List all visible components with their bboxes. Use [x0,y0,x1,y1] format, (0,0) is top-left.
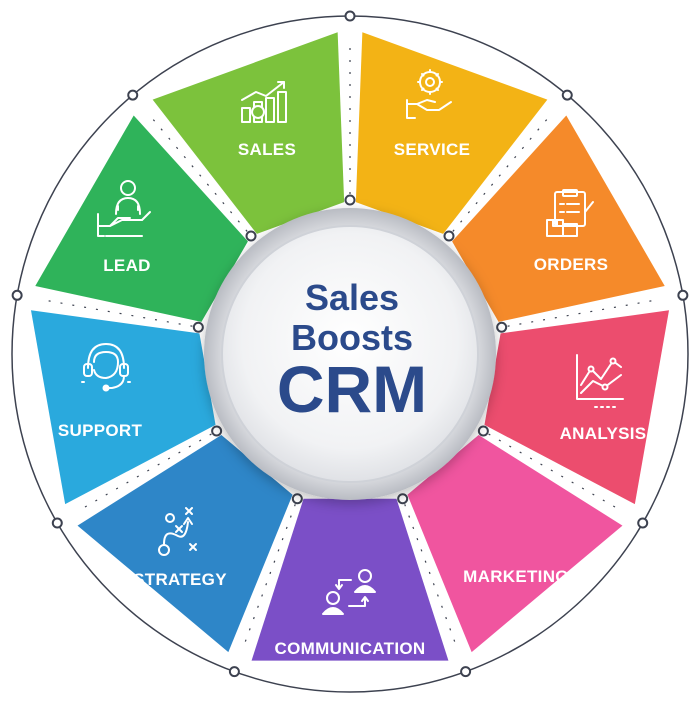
segments-layer [30,32,670,661]
segment-divider [76,433,212,513]
segment-label-strategy: STRATEGY [133,570,227,589]
segment-label-communication: COMMUNICATION [275,639,426,658]
inner-connector-dot [344,194,356,206]
hand-person-icon [97,180,151,237]
inner-connector-dot [477,425,489,437]
inner-connector-dot [192,321,204,333]
segment-divider [488,433,624,513]
outer-connector-dot [228,666,240,678]
segment-label-orders: ORDERS [534,255,609,274]
inner-connector-dot [397,493,409,505]
inner-connector-dot [245,230,257,242]
inner-connector-dot [443,230,455,242]
line-chart-icon [576,354,624,408]
segment-orders [452,115,665,322]
gear-hand-icon [406,69,452,119]
outer-connector-dot [127,89,139,101]
outer-ring [11,10,689,693]
segment-divider [38,298,193,327]
segment-marketing [407,434,623,653]
center-title-line3: CRM [277,352,427,426]
clipboard-boxes-icon [546,189,594,237]
labels-layer: SALES SERVICE ORDERS ANALYSIS MARKETING … [58,140,647,658]
inner-connector-dot [291,493,303,505]
icons-layer [81,69,624,615]
outer-connector-dot [460,666,472,678]
strategy-play-icon [158,507,197,556]
outer-connector-dot [344,10,356,22]
outer-connector-dot [677,289,689,301]
segment-label-support: SUPPORT [58,421,143,440]
center-hub [204,208,496,500]
center-title-line2: Boosts [291,317,413,358]
segment-divider [507,298,662,327]
segment-label-analysis: ANALYSIS [560,424,647,443]
segment-label-service: SERVICE [394,140,470,159]
people-exchange-icon [322,569,376,615]
segment-strategy [77,434,293,653]
headset-icon [81,343,131,392]
segment-label-marketing: MARKETING [463,567,569,586]
inner-connector-dot [496,321,508,333]
money-growth-icon [241,81,287,123]
outer-connector-dot [51,517,63,529]
segment-divider [404,504,459,652]
segment-service [355,32,548,234]
segment-label-lead: LEAD [103,256,150,275]
segment-divider [146,111,248,232]
segment-support [30,310,216,505]
segment-lead [35,115,248,322]
outer-connector-dot [11,289,23,301]
hub-face [221,225,479,483]
segment-label-sales: SALES [238,140,296,159]
segment-analysis [484,310,670,505]
inner-connector-dot [211,425,223,437]
segment-divider [241,504,296,652]
outer-connector-dot [637,517,649,529]
segment-sales [152,32,345,234]
outer-connector-dot [561,89,573,101]
center-title-line1: Sales [305,277,399,318]
